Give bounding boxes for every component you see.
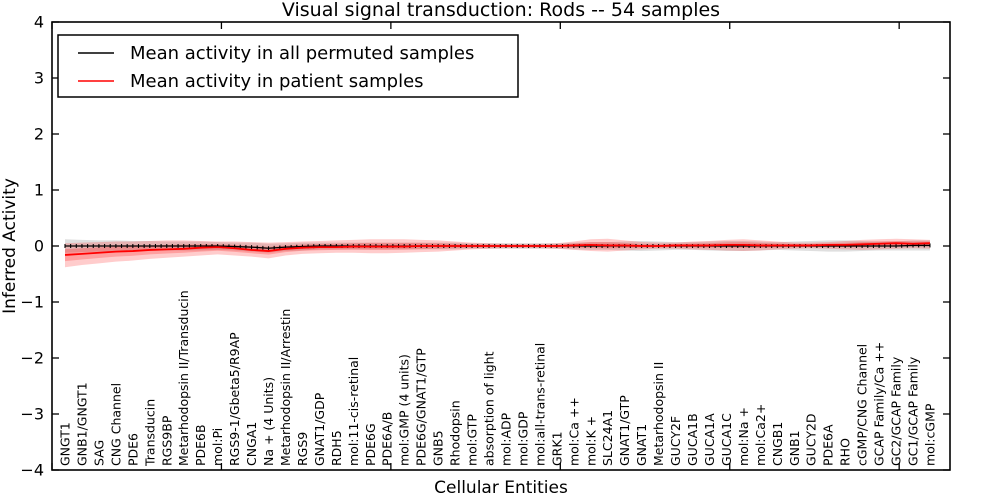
patient-mean-line xyxy=(64,242,930,256)
x-tick-label: mol:Ca2+ xyxy=(753,404,768,466)
x-tick-label: mol:Pi xyxy=(210,428,225,466)
x-tick-label: mol:cGMP xyxy=(922,403,937,466)
x-axis-label: Cellular Entities xyxy=(434,478,568,498)
x-tick-label: mol:ADP xyxy=(498,412,513,466)
x-tick-label: Metarhodopsin II/Arrestin xyxy=(278,309,293,466)
y-tick-label: 4 xyxy=(34,13,44,32)
x-tick-label: RHO xyxy=(838,438,853,466)
chart-title: Visual signal transduction: Rods -- 54 s… xyxy=(282,0,720,21)
x-tick-label: CNG Channel xyxy=(108,383,123,466)
y-tick-label: 0 xyxy=(34,237,44,256)
x-tick-label: RGS9BP xyxy=(159,415,174,466)
x-tick-label: GNB1 xyxy=(787,430,802,466)
patient-band-outer xyxy=(65,238,930,268)
x-tick-label: GCAP Family/Ca ++ xyxy=(872,342,887,466)
legend-label-patient-samples: Mean activity in patient samples xyxy=(130,71,424,92)
x-tick-label: GNAT1/GDP xyxy=(312,392,327,466)
axis-ticks: 4 3 2 1 0 −1 −2 −3 −4 xyxy=(20,13,950,480)
x-tick-label: GNGT1 xyxy=(58,422,73,466)
series-lines xyxy=(64,242,931,256)
y-tick-label: −4 xyxy=(20,461,44,480)
x-tick-label: GNAT1/GTP xyxy=(617,395,632,466)
x-tick-label: Rhodopsin xyxy=(448,400,463,466)
y-tick-label: −2 xyxy=(20,349,44,368)
x-tick-label: mol:GTP xyxy=(465,414,480,466)
y-tick-label: −3 xyxy=(20,405,44,424)
legend: Mean activity in all permuted samples Me… xyxy=(57,34,519,98)
x-tick-label: PDE6A xyxy=(821,424,836,466)
x-tick-label: GC1/GCAP Family xyxy=(906,356,921,466)
x-tick-label: GUCA1B xyxy=(685,413,700,466)
x-tick-label: Metarhodopsin II xyxy=(651,362,666,466)
x-tick-label: mol:Na + xyxy=(736,407,751,466)
x-tick-label: GRK1 xyxy=(549,431,564,466)
x-tick-label: GUCA1A xyxy=(702,413,717,466)
x-tick-label: PDE6G xyxy=(363,423,378,466)
legend-label-permuted-samples: Mean activity in all permuted samples xyxy=(130,43,474,64)
plot-border xyxy=(51,21,951,471)
x-tick-label: mol:all-trans-retinal xyxy=(532,343,547,466)
x-tick-label: mol:GDP xyxy=(515,411,530,466)
confidence-bands xyxy=(65,238,930,268)
x-tick-label: Na + (4 Units) xyxy=(261,377,276,466)
x-tick-label: PDE6B xyxy=(193,424,208,466)
y-tick-label: 3 xyxy=(34,69,44,88)
x-tick-label: Transducin xyxy=(142,399,157,467)
y-axis-label: Inferred Activity xyxy=(0,178,20,314)
x-tick-label: CNGA1 xyxy=(244,422,259,466)
x-tick-label: PDE6 xyxy=(125,433,140,466)
x-tick-label: SAG xyxy=(91,440,106,466)
x-tick-label: absorption of light xyxy=(482,351,497,466)
x-tick-label: RDH5 xyxy=(329,430,344,466)
y-tick-label: 1 xyxy=(34,181,44,200)
x-tick-label: GNAT1 xyxy=(634,424,649,466)
x-tick-label: GUCA1C xyxy=(719,413,734,466)
legend-box xyxy=(57,34,519,98)
x-tick-label: GC2/GCAP Family xyxy=(889,356,904,466)
x-tick-label: mol:K + xyxy=(583,416,598,466)
x-tick-label: mol:Ca ++ xyxy=(566,397,581,466)
x-tick-label: RGS9 xyxy=(295,432,310,466)
x-tick-label: PDE6G/GNAT1/GTP xyxy=(414,348,429,466)
x-tick-label: Metarhodopsin II/Transducin xyxy=(176,290,191,466)
x-tick-label: PDE6A/B xyxy=(380,412,395,466)
x-tick-label: SLC24A1 xyxy=(600,410,615,466)
x-tick-label: mol:GMP (4 units) xyxy=(397,354,412,466)
y-tick-label: −1 xyxy=(20,293,44,312)
x-tick-label: cGMP/CNG Channel xyxy=(855,344,870,466)
x-tick-label: GNB5 xyxy=(431,430,446,466)
x-tick-label: mol:11-cis-retinal xyxy=(346,357,361,466)
x-tick-label: GNB1/GNGT1 xyxy=(74,382,89,466)
x-tick-label: GUCY2D xyxy=(804,413,819,466)
x-tick-label: GUCY2F xyxy=(668,416,683,466)
x-tick-label: CNGB1 xyxy=(770,422,785,466)
y-tick-label: 2 xyxy=(34,125,44,144)
x-tick-label: RGS9-1/Gbeta5/R9AP xyxy=(227,332,242,466)
